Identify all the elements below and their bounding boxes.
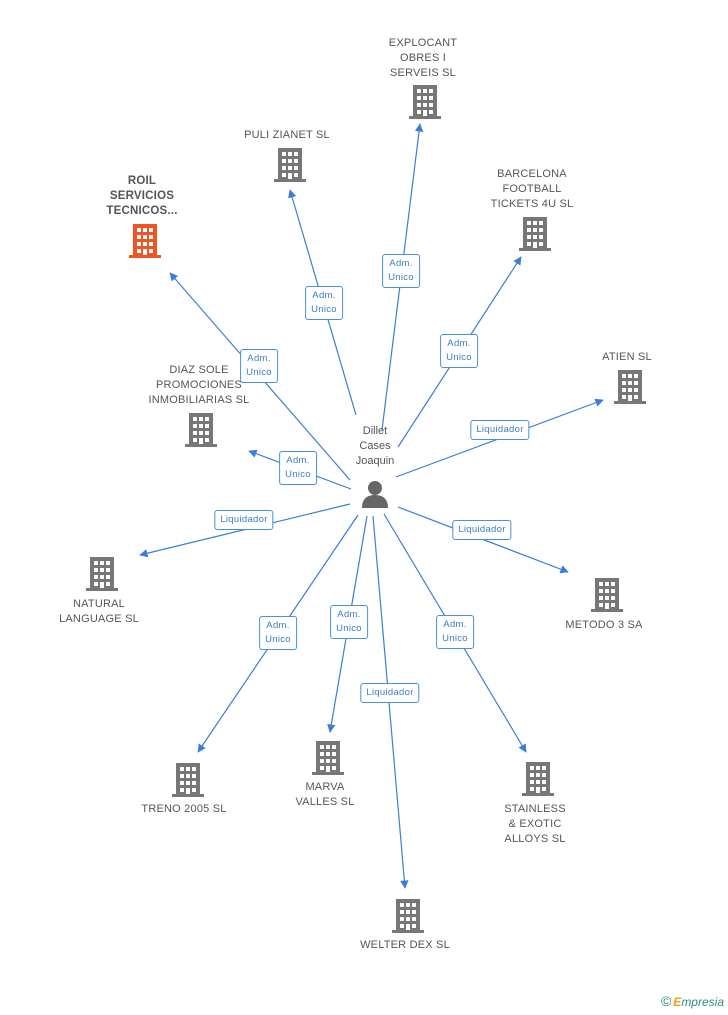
role-badge-barcelona: Adm. Unico (440, 334, 478, 368)
person-icon (362, 481, 388, 508)
role-badge-natural: Liquidador (214, 510, 274, 530)
building-icon-welter[interactable] (392, 899, 424, 933)
building-icon-treno[interactable] (172, 763, 204, 797)
role-badge-stainless: Adm. Unico (436, 615, 474, 649)
building-icon-metodo[interactable] (591, 578, 623, 612)
building-icon-explocant[interactable] (409, 85, 441, 119)
role-badge-atien: Liquidador (470, 420, 530, 440)
role-badge-metodo: Liquidador (452, 520, 512, 540)
building-icon-atien[interactable] (614, 370, 646, 404)
copyright-symbol: © (660, 993, 672, 1009)
company-label-diaz[interactable]: DIAZ SOLE PROMOCIONES INMOBILIARIAS SL (148, 364, 250, 406)
company-label-natural[interactable]: NATURAL LANGUAGE SL (59, 598, 139, 625)
company-label-barcelona[interactable]: BARCELONA FOOTBALL TICKETS 4U SL (490, 168, 574, 210)
role-badge-welter: Liquidador (360, 683, 420, 703)
role-badge-marva: Adm. Unico (330, 605, 368, 639)
role-badge-explocant: Adm. Unico (382, 254, 420, 288)
company-label-stainless[interactable]: STAINLESS & EXOTIC ALLOYS SL (504, 803, 566, 845)
company-label-treno[interactable]: TRENO 2005 SL (141, 803, 227, 815)
company-label-marva[interactable]: MARVA VALLES SL (295, 781, 355, 808)
role-badge-roil: Adm. Unico (240, 349, 278, 383)
building-icon-natural[interactable] (86, 557, 118, 591)
company-label-roil[interactable]: ROIL SERVICIOS TECNICOS... (106, 175, 178, 217)
brand-e: E (673, 995, 682, 1009)
footer-brand: ©Empresia (661, 993, 724, 1009)
company-label-welter[interactable]: WELTER DEX SL (360, 939, 450, 951)
role-badge-treno: Adm. Unico (259, 616, 297, 650)
company-label-explocant[interactable]: EXPLOCANT OBRES I SERVEIS SL (388, 37, 458, 79)
role-badge-puli: Adm. Unico (305, 286, 343, 320)
company-label-atien[interactable]: ATIEN SL (602, 351, 652, 363)
role-badge-diaz: Adm. Unico (279, 451, 317, 485)
company-label-metodo[interactable]: METODO 3 SA (565, 619, 643, 631)
building-icon-marva[interactable] (312, 741, 344, 775)
building-icon-roil[interactable] (129, 224, 161, 258)
center-person-label[interactable]: Dillet Cases Joaquin (355, 425, 395, 467)
building-icon-puli[interactable] (274, 148, 306, 182)
building-icon-stainless[interactable] (522, 762, 554, 796)
building-icon-barcelona[interactable] (519, 217, 551, 251)
brand-name: mpresia (681, 995, 724, 1009)
building-icon-diaz[interactable] (185, 413, 217, 447)
company-label-puli[interactable]: PULI ZIANET SL (244, 129, 330, 141)
